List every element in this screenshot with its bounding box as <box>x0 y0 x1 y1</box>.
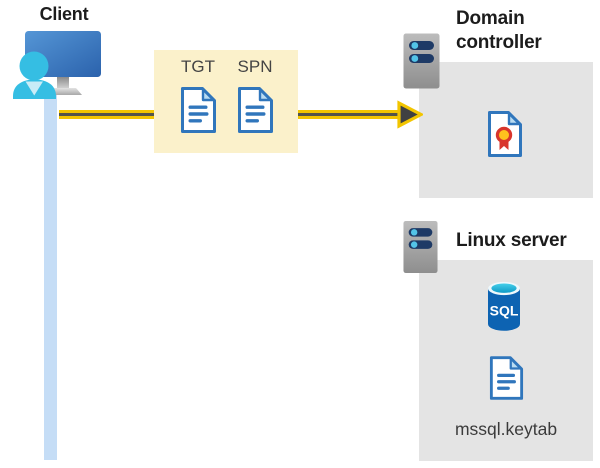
ticket-document-icon <box>181 87 216 133</box>
ticket-box <box>154 50 298 153</box>
client-monitor-user-icon <box>13 31 101 99</box>
tgt-label: TGT <box>181 57 215 76</box>
server-tower-icon <box>403 220 438 274</box>
domain-controller-label: Domain controller <box>456 8 542 53</box>
ticket-document-icon <box>238 87 273 133</box>
certificate-icon <box>488 111 522 157</box>
rosette <box>495 126 513 144</box>
keytab-document-icon <box>489 356 524 400</box>
server-tower-icon <box>403 33 440 89</box>
person-head <box>19 51 49 81</box>
spn-label: SPN <box>237 57 273 76</box>
linux-server-label: Linux server <box>456 230 567 251</box>
sql-icon-label: SQL <box>490 303 519 319</box>
arrow-head-icon <box>397 100 423 129</box>
keytab-filename-label: mssql.keytab <box>454 419 558 439</box>
monitor-stand-neck <box>57 77 69 88</box>
client-timeline-line <box>44 92 57 460</box>
sql-database-icon: SQL <box>488 281 520 331</box>
person-vneck <box>25 81 43 96</box>
client-label: Client <box>39 4 89 24</box>
